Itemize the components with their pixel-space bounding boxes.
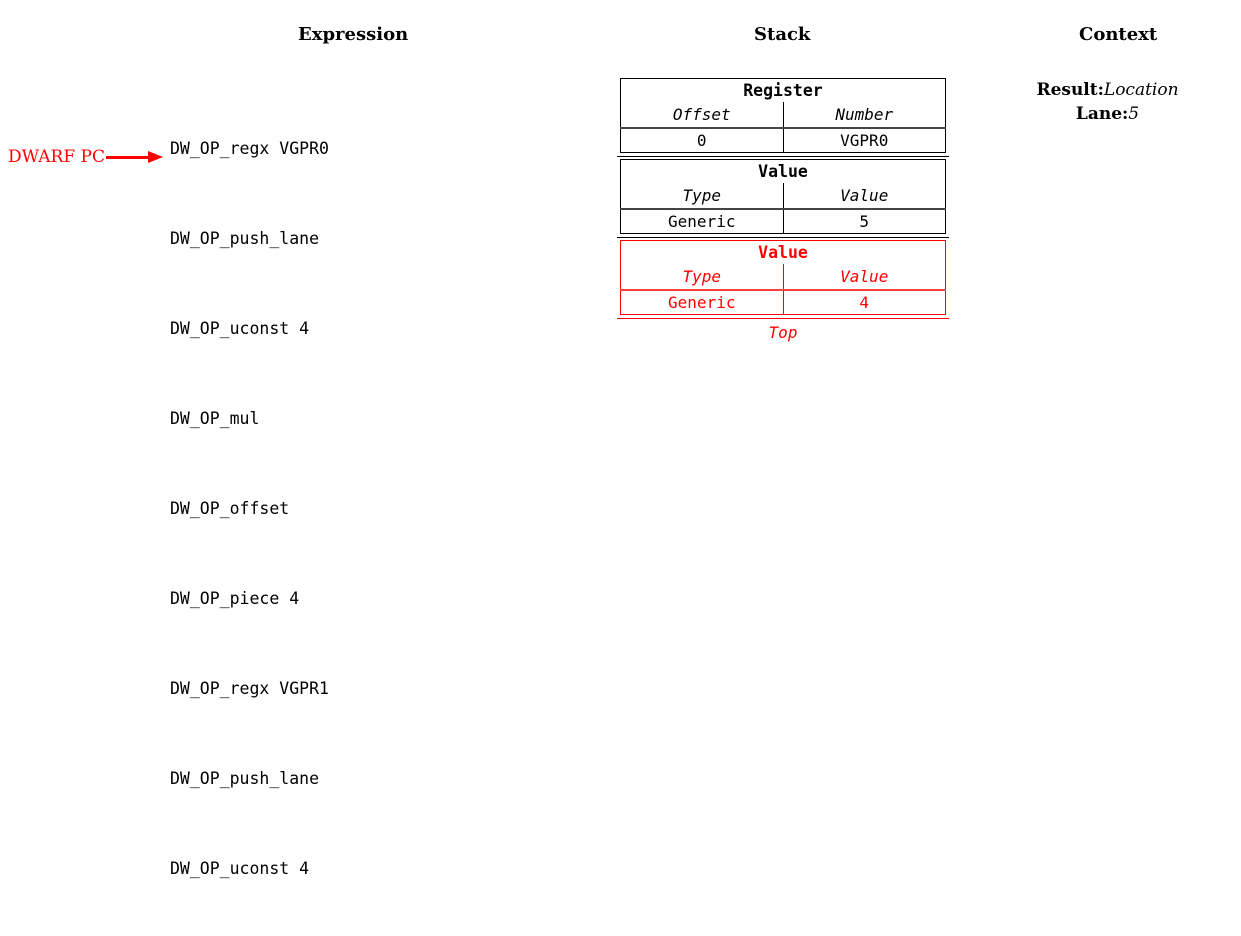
expression-op: DW_OP_uconst 4: [170, 859, 310, 878]
stack-entry-register: Register Offset Number 0 VGPR0: [617, 78, 949, 153]
stack-entry-table: Register Offset Number 0 VGPR0: [620, 78, 946, 153]
stack-top-label: Top: [768, 322, 798, 342]
stack-entry-value-row: Generic 5: [620, 208, 946, 234]
stack-entry-title-row: Register: [621, 79, 946, 103]
stack-entry-value: Generic: [620, 289, 784, 315]
stack-entry-value: 5: [783, 208, 946, 234]
dwarf-pc-marker: DWARF PC: [8, 144, 168, 170]
stack-entry-separator: [617, 236, 949, 238]
context-value: 5: [1128, 104, 1140, 124]
right-arrow-icon: [105, 151, 168, 163]
stack-entry-title: Register: [743, 81, 823, 100]
expression-op: DW_OP_offset: [170, 499, 290, 518]
expression-op: DW_OP_regx VGPR1: [170, 679, 329, 698]
expression-op: DW_OP_regx VGPR0: [170, 139, 329, 158]
context-key: Result:: [1036, 80, 1104, 100]
context-key: Lane:: [1075, 104, 1129, 124]
expression-op-list: DW_OP_regx VGPR0 DW_OP_push_lane DW_OP_u…: [170, 74, 329, 936]
stack-entry-table: Value Type Value Generic 4: [620, 240, 946, 315]
expression-op: DW_OP_mul: [170, 409, 260, 428]
stack-column-title: Stack: [754, 24, 811, 45]
stack-entry-value-generic-5: Value Type Value Generic 5: [617, 159, 949, 234]
expression-op: DW_OP_push_lane: [170, 769, 320, 788]
context-block: Result:Location Lane:5: [1000, 78, 1215, 126]
stack-entry-value: VGPR0: [783, 127, 946, 153]
stack-entry-title-row: Value: [621, 160, 946, 184]
stack-top-rule: [617, 317, 949, 319]
stack-entry-header-row: Type Value: [620, 183, 946, 209]
stack-entry-header: Type: [620, 264, 784, 290]
stack-entry-header: Offset: [620, 102, 784, 128]
stack-entry-header: Type: [620, 183, 784, 209]
stack-entry-value-row: Generic 4: [620, 289, 946, 315]
expression-op: DW_OP_push_lane: [170, 229, 320, 248]
context-row-lane: Lane:5: [1000, 102, 1215, 126]
stack-list: Register Offset Number 0 VGPR0 Value: [617, 78, 949, 344]
context-row-result: Result:Location: [1000, 78, 1215, 102]
stack-entry-top-value-generic-4: Value Type Value Generic 4: [617, 240, 949, 315]
stack-entry-separator: [617, 155, 949, 157]
stack-entry-header: Number: [835, 105, 894, 124]
stack-entry-value-row: 0 VGPR0: [620, 127, 946, 153]
expression-column-title: Expression: [298, 24, 409, 45]
expression-op: DW_OP_uconst 4: [170, 319, 310, 338]
stack-entry-title: Value: [758, 162, 808, 181]
expression-op: DW_OP_piece 4: [170, 589, 300, 608]
stack-entry-value: 0: [620, 127, 784, 153]
stack-entry-title: Value: [758, 243, 808, 262]
context-column-title: Context: [1079, 24, 1158, 45]
stack-entry-table: Value Type Value Generic 5: [620, 159, 946, 234]
stack-entry-header-row: Offset Number: [620, 102, 946, 128]
dwarf-pc-label: DWARF PC: [8, 146, 105, 167]
context-value: Location: [1103, 80, 1179, 100]
stack-entry-value: 4: [783, 289, 946, 315]
stack-entry-header: Value: [840, 267, 889, 286]
stack-entry-header-row: Type Value: [620, 264, 946, 290]
stack-entry-title-row: Value: [621, 241, 946, 265]
stack-entry-value: Generic: [620, 208, 784, 234]
stack-entry-header: Value: [840, 186, 889, 205]
